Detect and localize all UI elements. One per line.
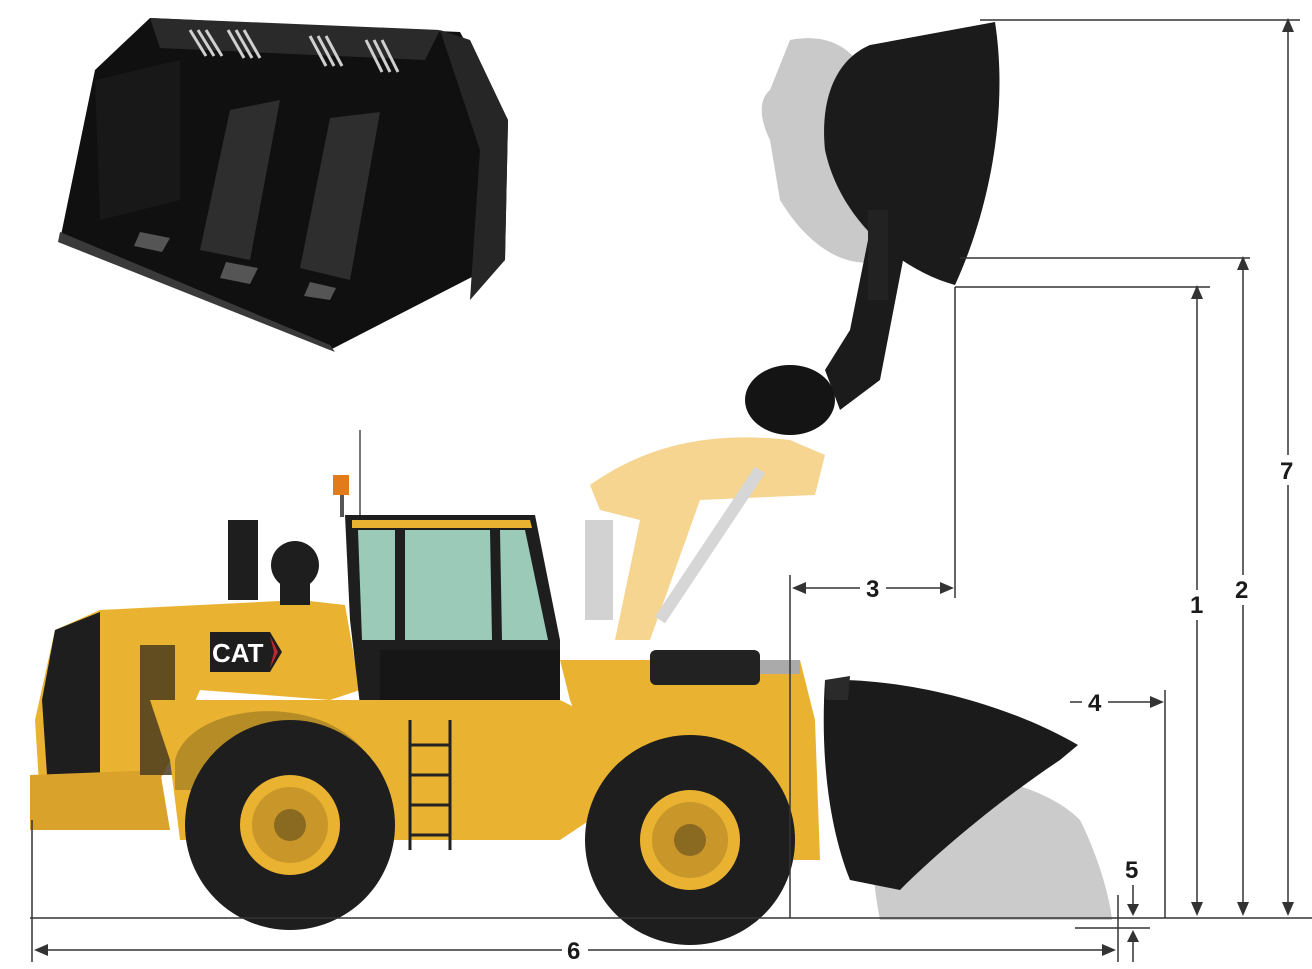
dimension-label-4: 4 xyxy=(1088,690,1102,717)
lowered-bucket xyxy=(823,676,1078,890)
dimension-labels: 7 2 1 3 4 5 6 xyxy=(562,455,1298,965)
dimension-label-6: 6 xyxy=(567,938,580,964)
dimension-arrowheads xyxy=(34,18,1294,956)
front-tire xyxy=(585,735,795,945)
dimension-label-5: 5 xyxy=(1125,857,1138,884)
dimension-label-7: 7 xyxy=(1280,458,1293,485)
bucket-vent-slots xyxy=(188,29,400,73)
dimension-label-1: 1 xyxy=(1190,592,1203,619)
dimension-label-2: 2 xyxy=(1235,577,1248,604)
raised-lift-arm xyxy=(585,437,825,640)
rear-tire xyxy=(185,720,395,930)
wheel-loader-body: CAT xyxy=(30,430,820,945)
dimension-label-3: 3 xyxy=(866,576,879,603)
cat-logo-text: CAT xyxy=(212,638,264,668)
cat-logo: CAT xyxy=(210,632,282,672)
raised-bucket xyxy=(745,22,1000,435)
bucket-detail-illustration xyxy=(58,18,508,352)
